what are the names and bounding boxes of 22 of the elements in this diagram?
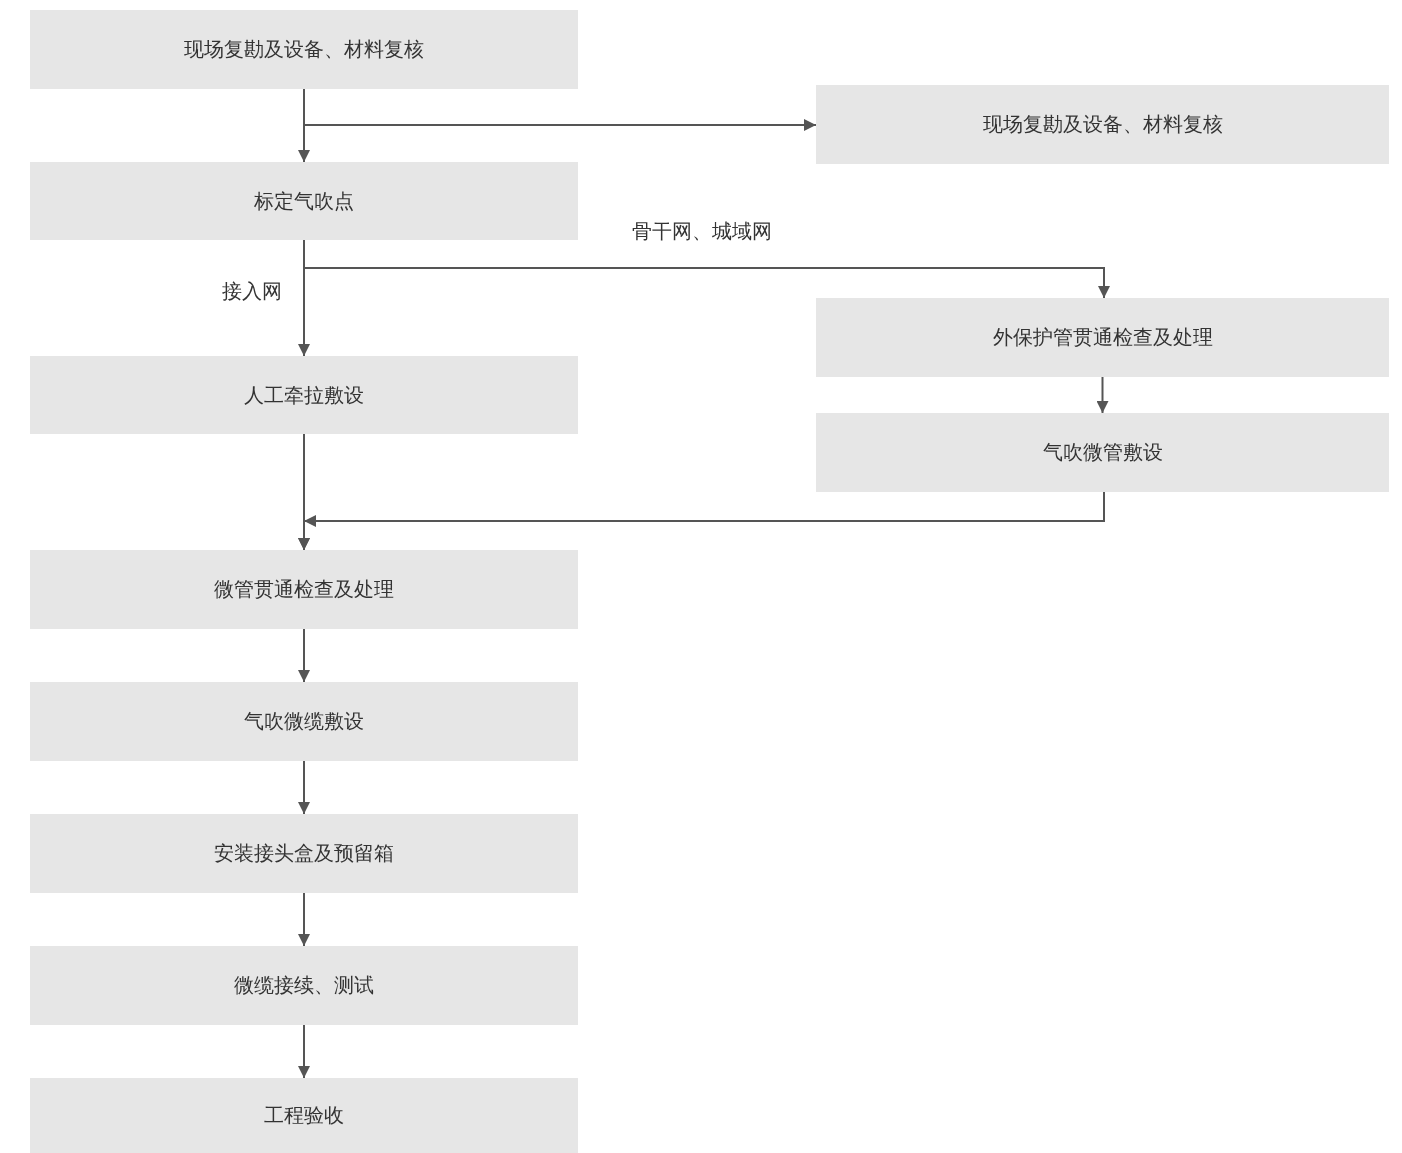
- step-text: 微缆接续、测试: [234, 972, 374, 999]
- step-text: 人工牵拉敷设: [244, 381, 364, 409]
- process-box: [30, 682, 578, 761]
- step-text: 现场复勘及设备、材料复核: [184, 36, 424, 63]
- process-box: [30, 814, 578, 893]
- step-text: 微管贯通检查及处理: [214, 576, 394, 603]
- process-box: [816, 413, 1389, 492]
- step-text: 安装接头盒及预留箱: [214, 840, 394, 867]
- process-box: [816, 85, 1389, 164]
- process-box: [30, 162, 578, 240]
- step-text: 现场复勘及设备、材料复核: [982, 111, 1223, 138]
- process-box: [816, 298, 1389, 377]
- process-box: [30, 1078, 578, 1153]
- process-box: [30, 550, 578, 629]
- process-box: [30, 10, 578, 89]
- step-text: 标定气吹点: [254, 187, 354, 215]
- process-box: [30, 356, 578, 434]
- step-text: 气吹微管敷设: [1042, 439, 1163, 466]
- process-box: [30, 946, 578, 1025]
- step-text: 外保护管贯通检查及处理: [992, 324, 1213, 351]
- step-text: 气吹微缆敷设: [244, 708, 364, 735]
- step-text: 工程验收: [264, 1102, 344, 1129]
